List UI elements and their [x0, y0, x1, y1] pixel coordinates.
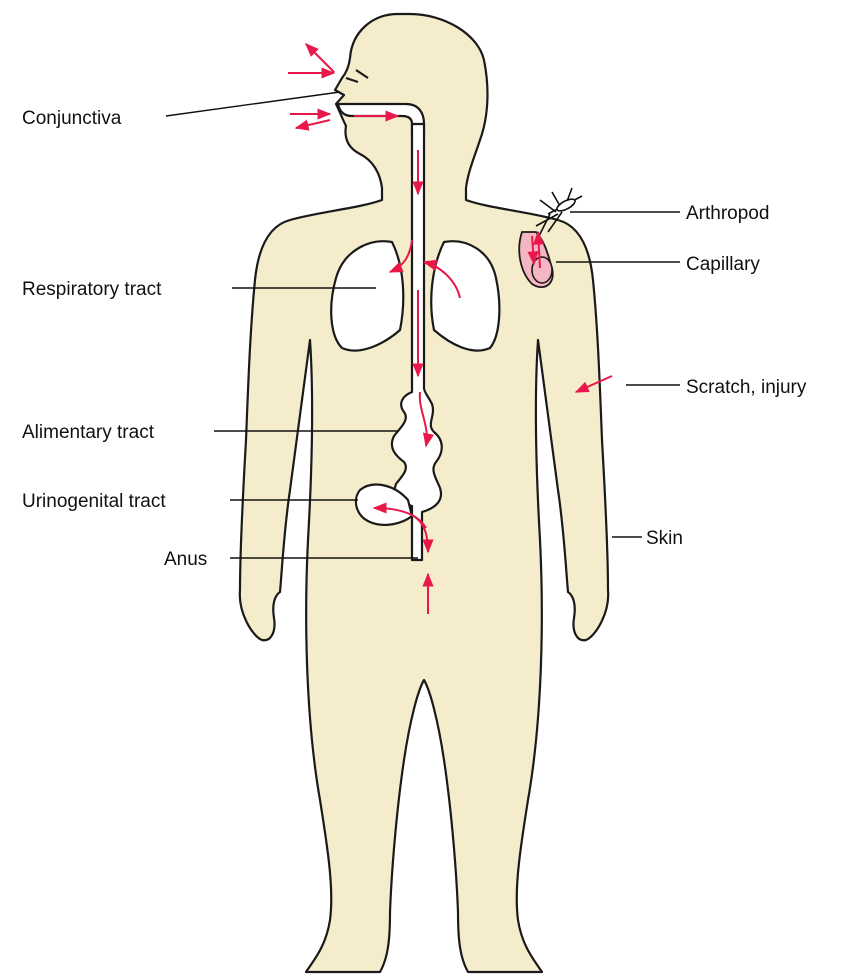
- label-conjunctiva: Conjunctiva: [22, 108, 122, 129]
- arrow-mouth-out: [296, 120, 330, 128]
- label-skin: Skin: [646, 528, 683, 549]
- label-alimentary-tract: Alimentary tract: [22, 422, 155, 443]
- label-respiratory-tract: Respiratory tract: [22, 279, 162, 300]
- label-arthropod: Arthropod: [686, 203, 769, 224]
- label-anus: Anus: [164, 549, 207, 570]
- label-urinogenital-tract: Urinogenital tract: [22, 491, 166, 512]
- arrow-nose-out: [306, 44, 334, 72]
- label-scratch-injury: Scratch, injury: [686, 377, 807, 398]
- label-capillary: Capillary: [686, 254, 760, 275]
- capillary-lumen: [532, 257, 552, 283]
